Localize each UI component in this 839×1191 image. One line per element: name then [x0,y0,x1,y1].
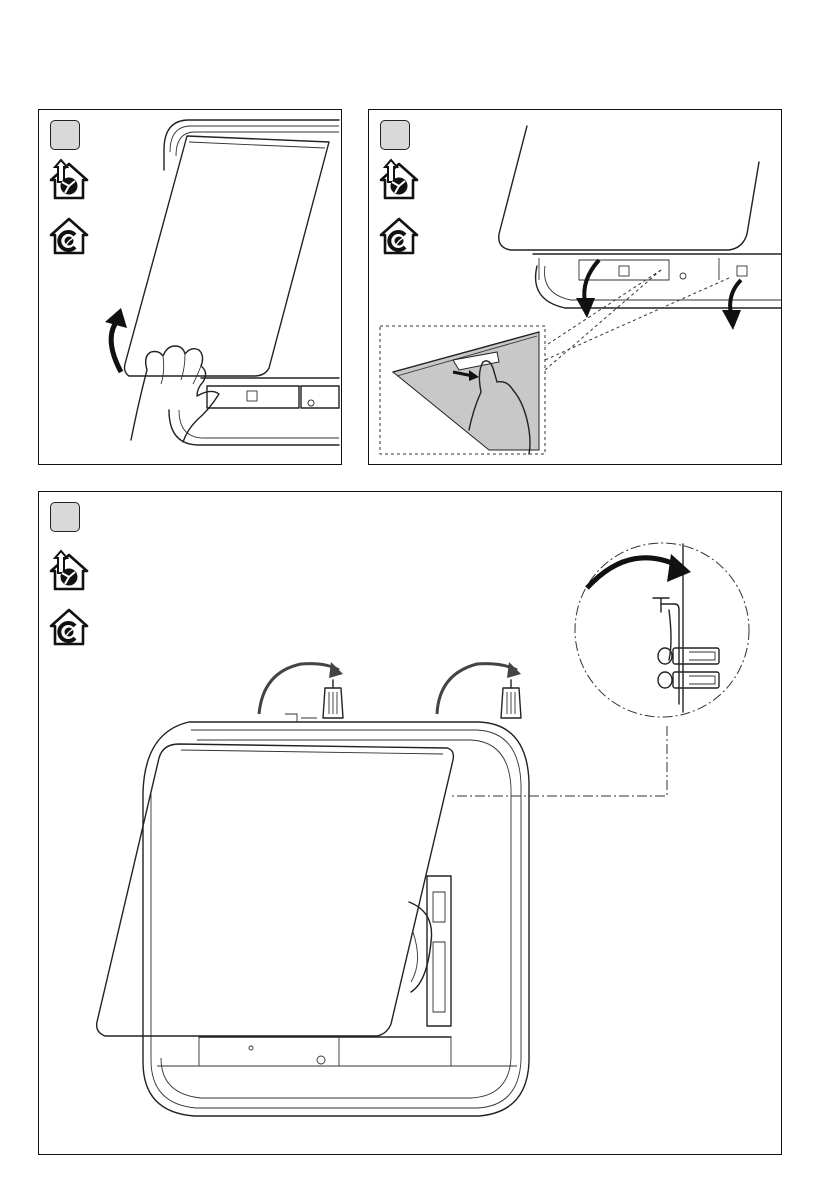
step-panel-3 [38,491,782,1155]
illustration-mount-hood [39,492,781,1154]
step-panel-1 [38,109,342,465]
step-panel-2 [368,109,782,465]
wall-bracket [501,680,521,718]
wall-bracket [323,680,343,718]
illustration-remove-filter [369,110,781,464]
illustration-open-front-panel [39,110,341,464]
